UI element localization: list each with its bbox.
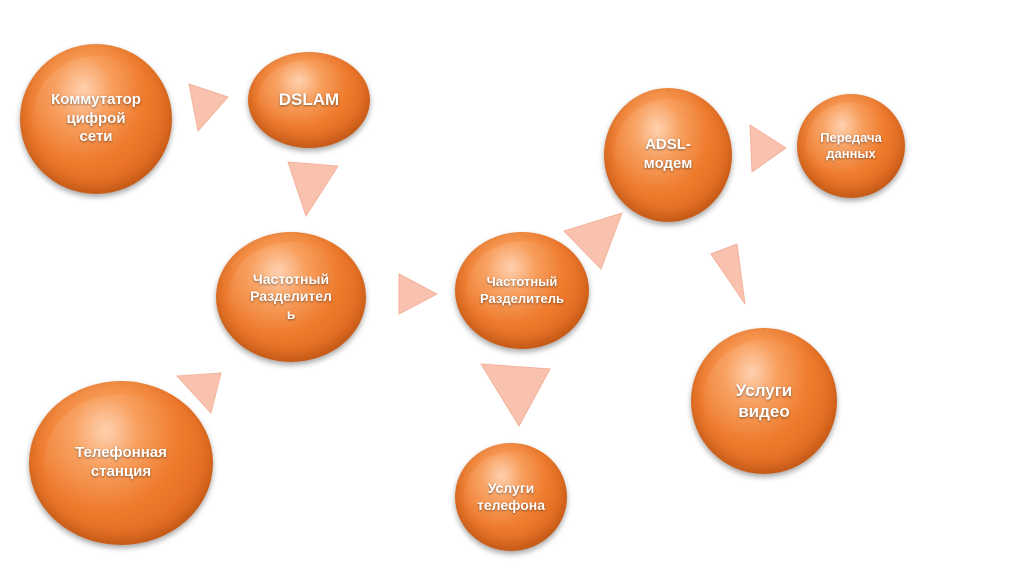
arrow-adsl-to-uslugi-video: [710, 243, 746, 305]
node-kommutator-label: Коммутатор цифрой сети: [51, 90, 141, 146]
arrow-dslam-to-razdelitel: [287, 161, 339, 218]
node-kommutator: Коммутатор цифрой сети: [20, 44, 172, 194]
node-uslugi-telefona: Услуги телефона: [455, 443, 567, 551]
node-razdelitel-2-label: Частотный Разделитель: [480, 274, 564, 306]
arrow-razdelitel-to-adsl: [563, 212, 623, 270]
node-telefonnaya: Телефонная станция: [29, 381, 213, 545]
node-razdelitel-2: Частотный Разделитель: [455, 232, 589, 349]
node-adsl-modem: ADSL- модем: [604, 88, 732, 222]
node-uslugi-video-label: Услуги видео: [735, 380, 793, 421]
arrow-razdelitel-to-razdelitel: [398, 273, 439, 315]
node-adsl-modem-label: ADSL- модем: [643, 136, 693, 172]
node-peredacha-label: Передача данных: [820, 129, 882, 161]
node-dslam-label: DSLAM: [278, 90, 340, 110]
node-razdelitel-1-label: Частотный Разделител ь: [250, 270, 332, 322]
node-uslugi-video: Услуги видео: [691, 328, 837, 474]
arrow-razdelitel-to-uslugi-telefona: [480, 363, 551, 427]
arrow-kommutator-to-dslam: [188, 83, 229, 133]
arrow-adsl-to-peredacha: [749, 124, 787, 173]
node-peredacha: Передача данных: [797, 94, 905, 198]
node-telefonnaya-label: Телефонная станция: [75, 444, 167, 480]
arrow-telefonnaya-to-razdelitel: [175, 372, 222, 415]
node-razdelitel-1: Частотный Разделител ь: [216, 232, 366, 362]
node-uslugi-telefona-label: Услуги телефона: [477, 479, 545, 514]
node-dslam: DSLAM: [248, 52, 370, 148]
